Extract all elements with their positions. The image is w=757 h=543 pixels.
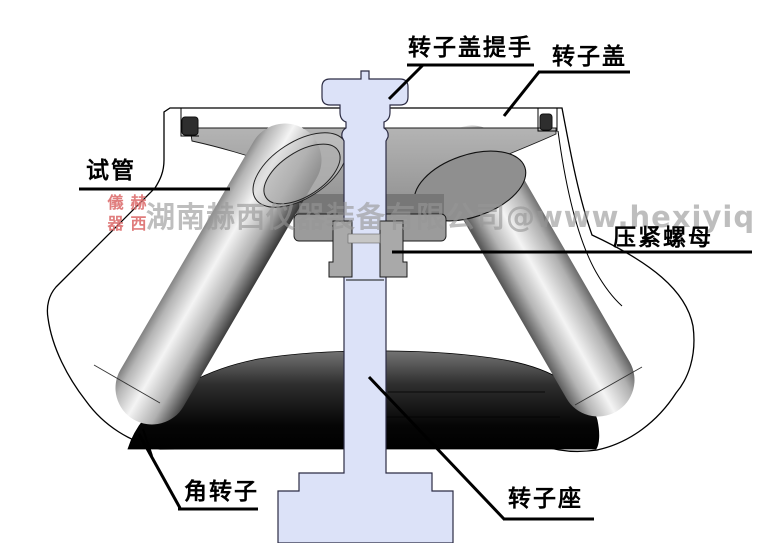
tube-rim-inner [263, 143, 341, 205]
label-lock-nut: 压紧螺母 [613, 225, 713, 251]
label-rotor-cover-handle: 转子盖提手 [408, 35, 533, 61]
watermark-text: 湖南赫西仪器装备有限公司@www.hexiyiqi.com [146, 200, 757, 234]
tube-section-line [93, 364, 161, 404]
seal-char: 儀 [107, 192, 124, 212]
test-tube-left [115, 123, 322, 425]
lid-seal-notch-right [539, 113, 553, 131]
company-seal: 儀 赫 器 西 [104, 192, 150, 234]
inner-wall-line [557, 130, 623, 307]
seal-char: 赫 [130, 192, 147, 212]
lid-lip-right [537, 108, 558, 132]
label-test-tube: 试管 [86, 158, 136, 184]
lid-seal-notch-left [181, 116, 199, 136]
tube-section-line [574, 366, 643, 406]
seal-char: 器 [107, 213, 124, 233]
nut-thread-band [347, 233, 381, 244]
lid-lip-left [180, 108, 199, 137]
leader-lines [79, 63, 752, 521]
label-rotor-cover: 转子盖 [552, 44, 627, 70]
label-angle-rotor: 角转子 [184, 479, 259, 505]
rotor-shaft-and-seat [277, 70, 454, 543]
label-rotor-seat: 转子座 [508, 486, 583, 512]
seal-char: 西 [130, 213, 147, 233]
lock-nut-right [379, 220, 408, 278]
lock-nut-left [328, 220, 353, 278]
